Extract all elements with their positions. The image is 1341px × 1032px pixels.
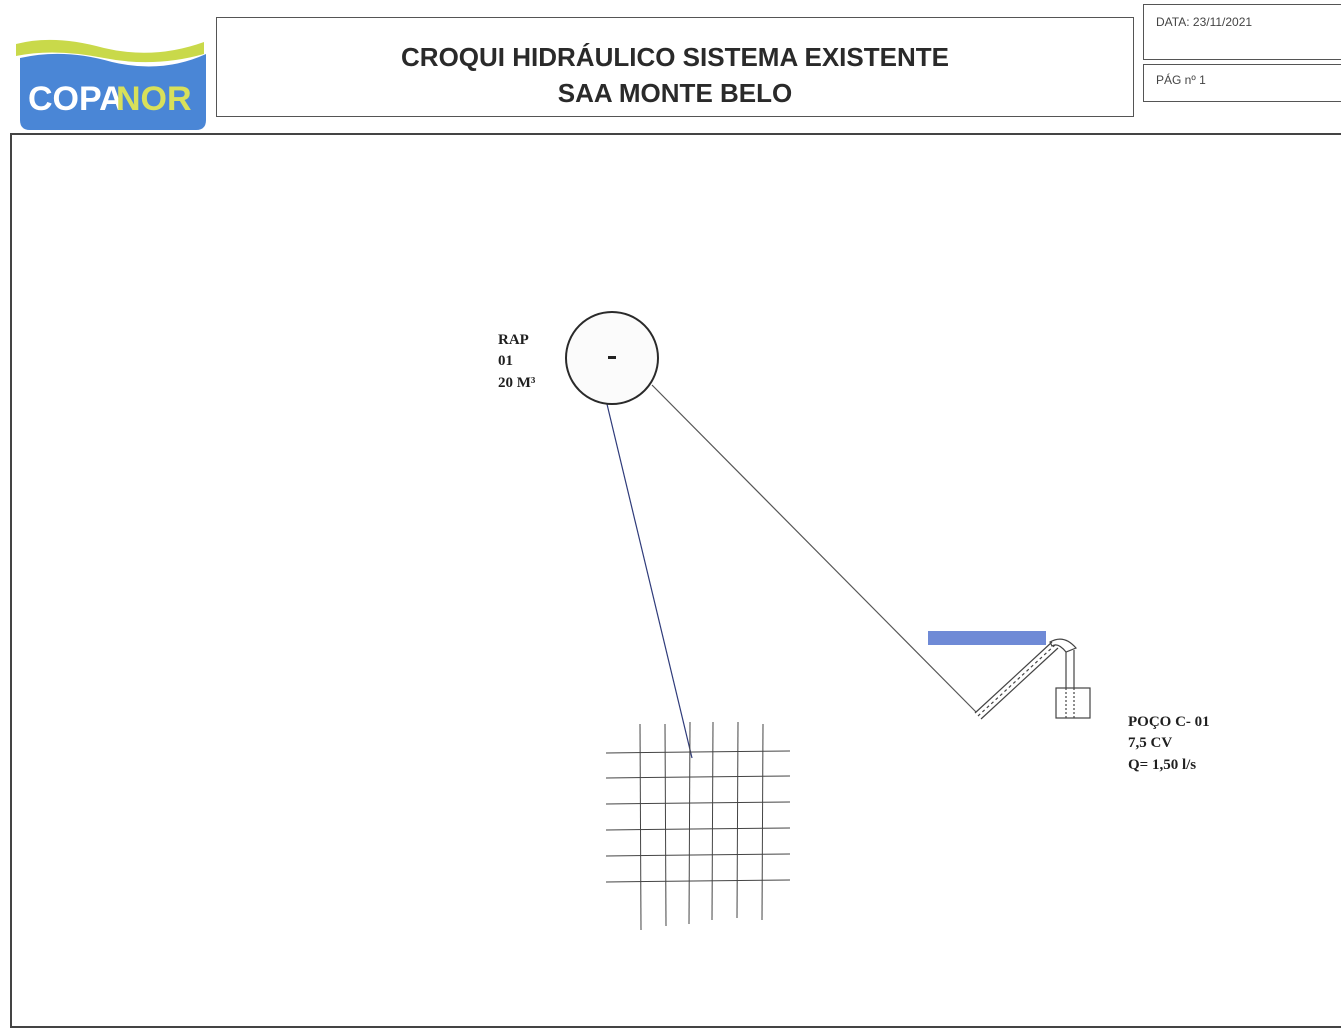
well-label-name: POÇO C- 01 xyxy=(1128,714,1210,730)
page-number-label: PÁG nº 1 xyxy=(1156,73,1206,87)
drawing-frame xyxy=(10,133,1341,1028)
date-field: DATA: 23/11/2021 xyxy=(1143,4,1341,60)
pipe-well-to-reservoir xyxy=(651,384,977,713)
logo-badge xyxy=(20,53,206,130)
page-title: CROQUI HIDRÁULICO SISTEMA EXISTENTE xyxy=(401,42,949,72)
pipe-reservoir-to-network xyxy=(605,399,693,759)
page-number-field: PÁG nº 1 xyxy=(1143,64,1341,102)
reservoir-rap-01 xyxy=(565,311,659,405)
well-pump xyxy=(974,638,1091,720)
distribution-network-grid xyxy=(605,721,791,931)
logo-swoosh xyxy=(16,39,204,63)
reservoir-label-volume: 20 M³ xyxy=(498,375,536,391)
well-label-flow: Q= 1,50 l/s xyxy=(1128,757,1196,773)
well-label-power: 7,5 CV xyxy=(1128,735,1172,751)
copanor-logo: COPA NOR xyxy=(16,39,206,130)
reservoir-label-name: RAP xyxy=(498,332,529,348)
title-box: CROQUI HIDRÁULICO SISTEMA EXISTENTE SAA … xyxy=(216,17,1134,117)
page-subtitle: SAA MONTE BELO xyxy=(557,78,793,108)
reservoir-label-number: 01 xyxy=(498,353,513,369)
logo-text-copa: COPA xyxy=(28,80,124,118)
pump-bar xyxy=(928,631,1046,645)
date-label: DATA: 23/11/2021 xyxy=(1156,15,1253,29)
logo-text-nor: NOR xyxy=(116,80,192,118)
